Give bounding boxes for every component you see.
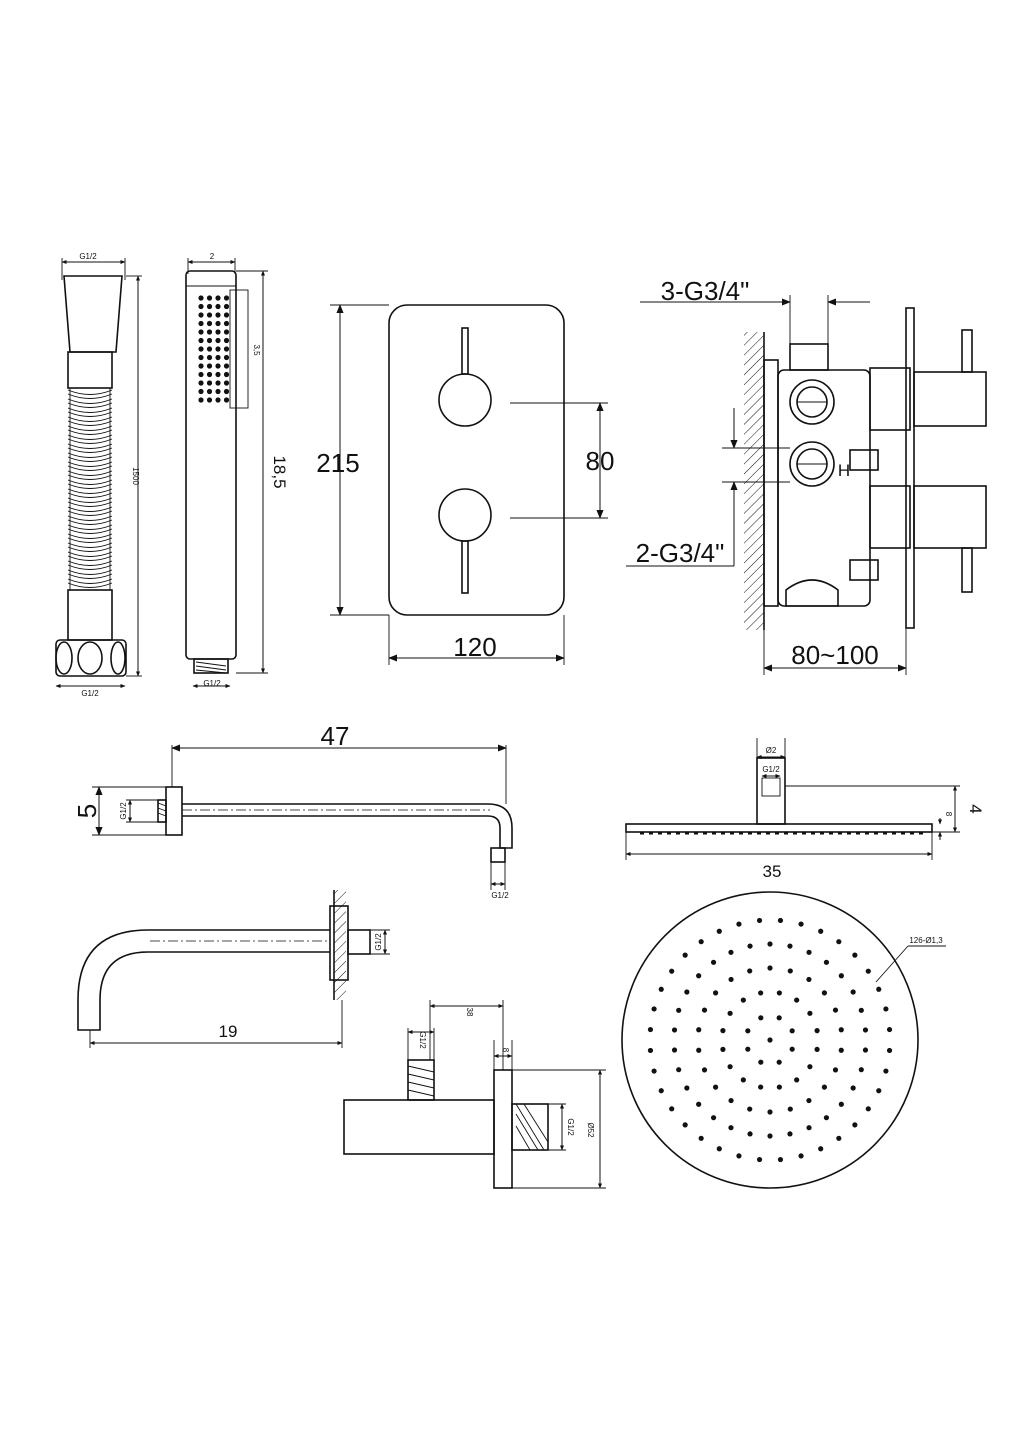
valve-faceplate-drawing: 215 80 120 (316, 304, 615, 665)
knob-spacing-label: 80 (586, 446, 615, 476)
valve-depth-label: 80~100 (791, 640, 878, 670)
valve-top-port-label: 3-G3/4" (661, 276, 750, 306)
valve-body-drawing: H 3-G3/4" 2-G3/4" 80~100 (626, 276, 987, 675)
hose-spiral (67, 388, 113, 590)
elbow-top-thread-label: G1/2 (418, 1031, 427, 1049)
shower-head-face-drawing: 126-Ø1,3 (621, 891, 946, 1189)
shower-hose-drawing: G1/2 G1/2 1500 (55, 252, 142, 698)
elbow-diameter-label: Ø52 (586, 1122, 595, 1138)
spout-length-label: 19 (219, 1022, 238, 1041)
handset-bottom-thread-label: G1/2 (203, 679, 221, 688)
arm-height-label: 5 (72, 804, 102, 818)
handset-top-label: 2 (210, 252, 215, 261)
arm-length-label: 47 (321, 721, 350, 751)
wall-elbow-drawing: 38 G1/2 8 Ø52 G1/2 (343, 1000, 606, 1189)
arm-outlet-thread-label: G1/2 (491, 891, 509, 900)
handset-holes-label: 3,5 (252, 344, 261, 356)
head-neck-diameter-label: Ø2 (766, 746, 777, 755)
spout-thread-label: G1/2 (374, 933, 383, 951)
head-thickness-label: 4 (966, 804, 985, 813)
hose-length-label: 1500 (131, 467, 140, 485)
nozzle-count-label: 126-Ø1,3 (909, 936, 943, 945)
head-width-label: 35 (763, 862, 782, 881)
head-face-nozzles (647, 917, 893, 1163)
head-plate-label: 8 (944, 812, 953, 817)
hose-top-thread-label: G1/2 (79, 252, 97, 261)
plate-height-label: 215 (316, 448, 359, 478)
hand-shower-drawing: 2 3,5 G1/2 18,5 (185, 252, 289, 688)
arm-inlet-thread-label: G1/2 (119, 802, 128, 820)
elbow-reach-label: 38 (465, 1008, 474, 1017)
head-thread-label: G1/2 (762, 765, 780, 774)
head-side-nozzles (640, 832, 923, 835)
valve-side-port-label: 2-G3/4" (636, 538, 725, 568)
hose-bottom-thread-label: G1/2 (81, 689, 99, 698)
bath-spout-drawing: G1/2 19 (77, 890, 390, 1048)
handset-spray-holes (198, 295, 230, 403)
valve-hot-mark: H (838, 461, 850, 480)
elbow-side-thread-label: G1/2 (566, 1118, 575, 1136)
shower-arm-drawing: 47 5 G1/2 G1/2 (72, 721, 513, 900)
shower-head-side-drawing: Ø2 G1/2 4 8 35 (625, 738, 985, 881)
elbow-plate-label: 8 (501, 1048, 510, 1053)
plate-width-label: 120 (453, 632, 496, 662)
handset-length-label: 18,5 (270, 455, 289, 488)
